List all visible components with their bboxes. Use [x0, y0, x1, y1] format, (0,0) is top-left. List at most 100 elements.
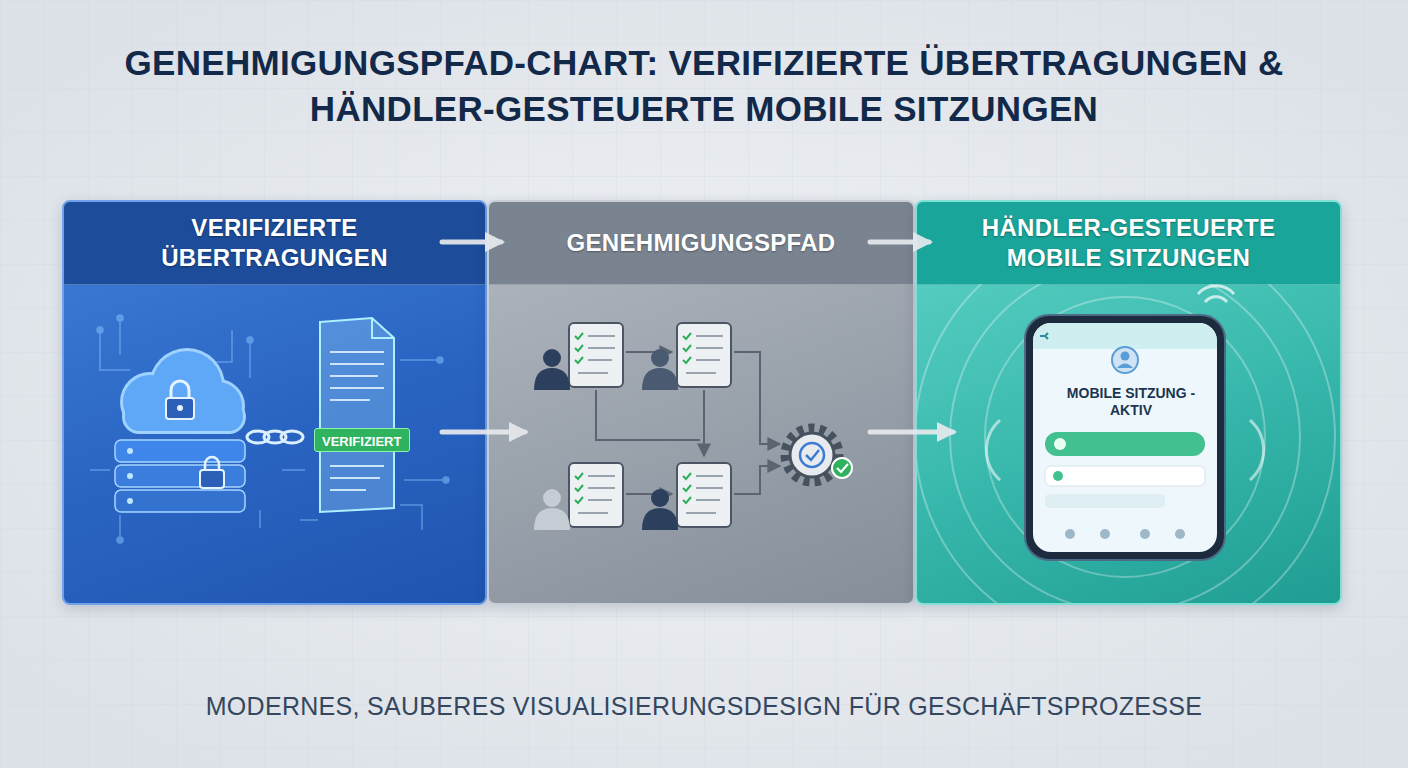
document-tablet [677, 463, 731, 527]
server-stack [127, 498, 133, 504]
cloud-icon [125, 402, 243, 431]
smartphone [1117, 364, 1133, 369]
chain-link [264, 431, 286, 443]
signal-rings [985, 297, 1265, 577]
server-stack [115, 440, 245, 512]
circuit-lines [247, 337, 253, 343]
cloud-icon [120, 348, 246, 434]
person-icon [534, 368, 570, 390]
document-tablet [569, 463, 623, 527]
document-icon [320, 318, 394, 512]
chain-link [281, 431, 303, 443]
status-badge: VERIFIZIERT [314, 428, 410, 452]
chain-link [247, 431, 303, 443]
document-tablet [569, 323, 623, 387]
cloud-icon [191, 379, 245, 433]
flow-arrow [442, 430, 525, 435]
person-icon [651, 489, 669, 507]
server-stack [115, 440, 245, 462]
panel-header: VERIFIZIERTE ÜBERTRAGUNGEN [64, 202, 485, 285]
person-icon [642, 368, 678, 390]
smartphone [1100, 529, 1110, 539]
approval-flow-lines [626, 493, 672, 495]
approval-flow-lines [734, 466, 780, 494]
smartphone [1025, 315, 1225, 560]
gear-icon [790, 433, 834, 477]
flow-arrow [442, 240, 501, 245]
gear-icon [832, 458, 852, 478]
panel-header: HÄNDLER-GESTEUERTE MOBILE SITZUNGEN [917, 202, 1340, 285]
smartphone [1175, 529, 1185, 539]
document-icon [320, 318, 394, 512]
lock-icon [166, 381, 224, 488]
approval-flow-lines [596, 352, 780, 494]
process-panel: GENEHMIGUNGSPFAD [487, 200, 915, 605]
caption-area: MODERNES, SAUBERES VISUALISIERUNGSDESIGN… [0, 692, 1408, 721]
lock-icon [166, 398, 194, 419]
person-icon [543, 349, 561, 367]
circuit-lines [117, 537, 123, 543]
approval-flow-lines [734, 352, 780, 444]
chain-link [247, 431, 269, 443]
cloud-icon [149, 348, 225, 424]
cloud-icon [194, 382, 242, 430]
circuit-lines [90, 318, 446, 540]
server-stack [127, 448, 133, 454]
cloud-icon [120, 372, 180, 432]
badge-text: VERIFIZIERT [322, 434, 401, 450]
smartphone [1045, 466, 1205, 486]
screen-status: MOBILE SITZUNG - AKTIV [1052, 382, 1210, 424]
smartphone [1033, 323, 1217, 552]
gear-icon [837, 464, 848, 472]
circuit-lines [90, 315, 449, 543]
circuit-lines [437, 357, 443, 363]
smartphone [1053, 471, 1063, 481]
title-area: GENEHMIGUNGSPFAD-CHART: VERIFIZIERTE ÜBE… [0, 40, 1408, 131]
document-tablet [677, 323, 731, 387]
signal-rings [917, 284, 1335, 603]
caption-text: MODERNES, SAUBERES VISUALISIERUNGSDESIGN… [206, 692, 1203, 721]
cloud-icon [123, 375, 177, 429]
smartphone [1045, 432, 1205, 456]
smartphone [1040, 333, 1048, 339]
smartphone [1112, 347, 1138, 373]
cloud-icon [152, 351, 222, 421]
process-panel: HÄNDLER-GESTEUERTE MOBILE SITZUNGEN MOBIL… [915, 200, 1342, 605]
lock-icon [171, 381, 189, 398]
smartphone [1025, 315, 1225, 560]
person-icon [651, 349, 669, 367]
flow-arrow [870, 240, 929, 245]
person-icon [534, 349, 678, 530]
gear-icon [800, 443, 824, 467]
gear-icon [785, 428, 839, 482]
title-text: GENEHMIGUNGSPFAD-CHART: VERIFIZIERTE ÜBE… [54, 40, 1354, 131]
smartphone [1054, 438, 1066, 450]
circuit-lines [443, 477, 449, 483]
gear-icon [785, 428, 852, 482]
smartphone [1045, 494, 1165, 508]
cloud-icon [122, 400, 246, 434]
panel-header: GENEHMIGUNGSPFAD [489, 202, 913, 285]
smartphone [1140, 529, 1150, 539]
signal-rings [1198, 286, 1234, 302]
server-stack [115, 465, 245, 487]
signal-rings [917, 284, 1335, 603]
flow-arrow [870, 430, 953, 435]
smartphone [1033, 323, 1217, 349]
approval-flow-lines [703, 390, 705, 456]
server-stack [127, 473, 133, 479]
document-icon [372, 318, 394, 338]
lock-icon [177, 405, 183, 411]
panel-heading: GENEHMIGUNGSPFAD [567, 228, 836, 258]
circuit-lines [97, 327, 103, 333]
document-icon [330, 352, 384, 490]
status-text: MOBILE SITZUNG - AKTIV [1056, 385, 1206, 419]
lock-icon [200, 470, 224, 488]
panel-heading: HÄNDLER-GESTEUERTE MOBILE SITZUNGEN [959, 213, 1299, 273]
panel-heading: VERIFIZIERTE ÜBERTRAGUNGEN [135, 213, 415, 273]
document-tablet [569, 323, 731, 527]
approval-flow-lines [626, 351, 672, 353]
server-stack [115, 490, 245, 512]
